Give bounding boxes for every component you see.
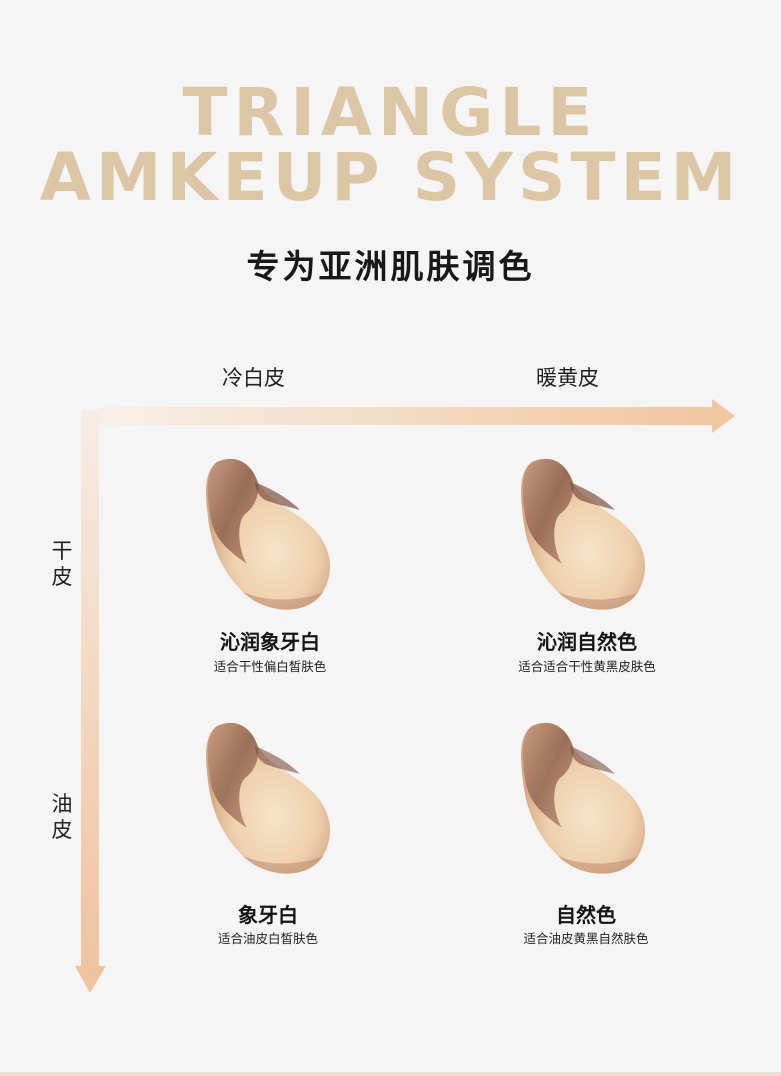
page-subtitle: 专为亚洲肌肤调色: [246, 247, 535, 286]
product-name-4: 自然色: [556, 903, 616, 927]
axis-label-dry-char-1: 干: [51, 539, 73, 563]
axis-label-dry-skin: 干 皮: [50, 538, 74, 590]
horizontal-axis-bar: [98, 407, 714, 425]
axis-label-warm-yellow: 暖黄皮: [536, 366, 599, 390]
product-desc-1: 适合干性偏白皙肤色: [213, 659, 327, 674]
axis-label-oily-char-1: 油: [51, 792, 73, 816]
swatch-natural: [521, 722, 646, 874]
swatch-ivory-moist: [206, 458, 331, 610]
vertical-axis-arrowhead: [75, 966, 106, 993]
product-desc-4: 适合油皮黄黑自然肤色: [523, 931, 649, 946]
axis-label-oily-char-2: 皮: [51, 818, 73, 842]
horizontal-axis-arrowhead: [712, 399, 735, 433]
product-name-2: 沁润自然色: [537, 630, 637, 654]
axis-label-oily-skin: 油 皮: [50, 791, 74, 843]
swatch-natural-moist: [521, 458, 646, 610]
page-title-line-1: TRIANGLE: [182, 74, 599, 151]
vertical-axis-bar: [81, 410, 99, 968]
swatch-ivory: [206, 722, 331, 874]
page-title-line-2: AMKEUP SYSTEM: [39, 139, 742, 216]
product-desc-3: 适合油皮白皙肤色: [217, 931, 318, 946]
product-desc-2: 适合适合干性黄黑皮肤色: [518, 659, 656, 674]
axis-label-cool-white: 冷白皮: [222, 366, 285, 390]
axis-label-dry-char-2: 皮: [51, 565, 73, 589]
footer-divider: [0, 1072, 781, 1076]
product-name-3: 象牙白: [238, 903, 298, 927]
product-name-1: 沁润象牙白: [220, 630, 320, 654]
